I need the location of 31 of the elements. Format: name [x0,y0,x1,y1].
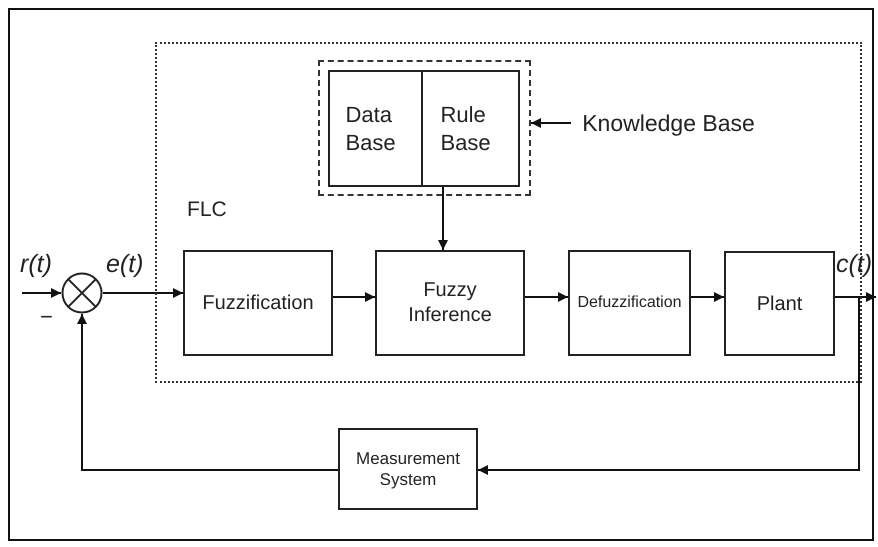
signal-label: − [40,303,53,331]
signal-label: r(t) [20,249,52,280]
arrow [525,292,568,302]
summing-junction [61,272,103,314]
arrow [438,187,448,250]
signal-label: c(t) [836,249,872,280]
arrow [531,118,571,128]
arrow [333,292,375,302]
measurement-system-box [338,428,478,510]
node-label: Defuzzification [577,293,682,313]
rule-base-box [421,70,520,187]
node-label: Fuzzy Inference [407,278,493,328]
node-label: Fuzzification [202,291,314,316]
arrow [103,288,183,298]
node-label: Measurement System [355,448,461,490]
defuzzification-box [568,250,691,356]
node-label: Plant [756,292,802,316]
node-label: Knowledge Base [582,108,755,138]
fuzzification-box [183,250,333,356]
arrow [77,314,338,471]
node-label: Rule Base [440,101,492,156]
node-label: FLC [187,197,227,223]
plant-box [724,251,835,356]
data-base-box [328,70,423,187]
arrow [478,296,860,475]
node-label: Data Base [346,101,397,156]
arrow [22,288,61,298]
fuzzy-inference-box [375,250,525,356]
knowledge-base-boundary [318,60,531,196]
signal-label: e(t) [106,249,144,280]
arrow [691,292,724,302]
